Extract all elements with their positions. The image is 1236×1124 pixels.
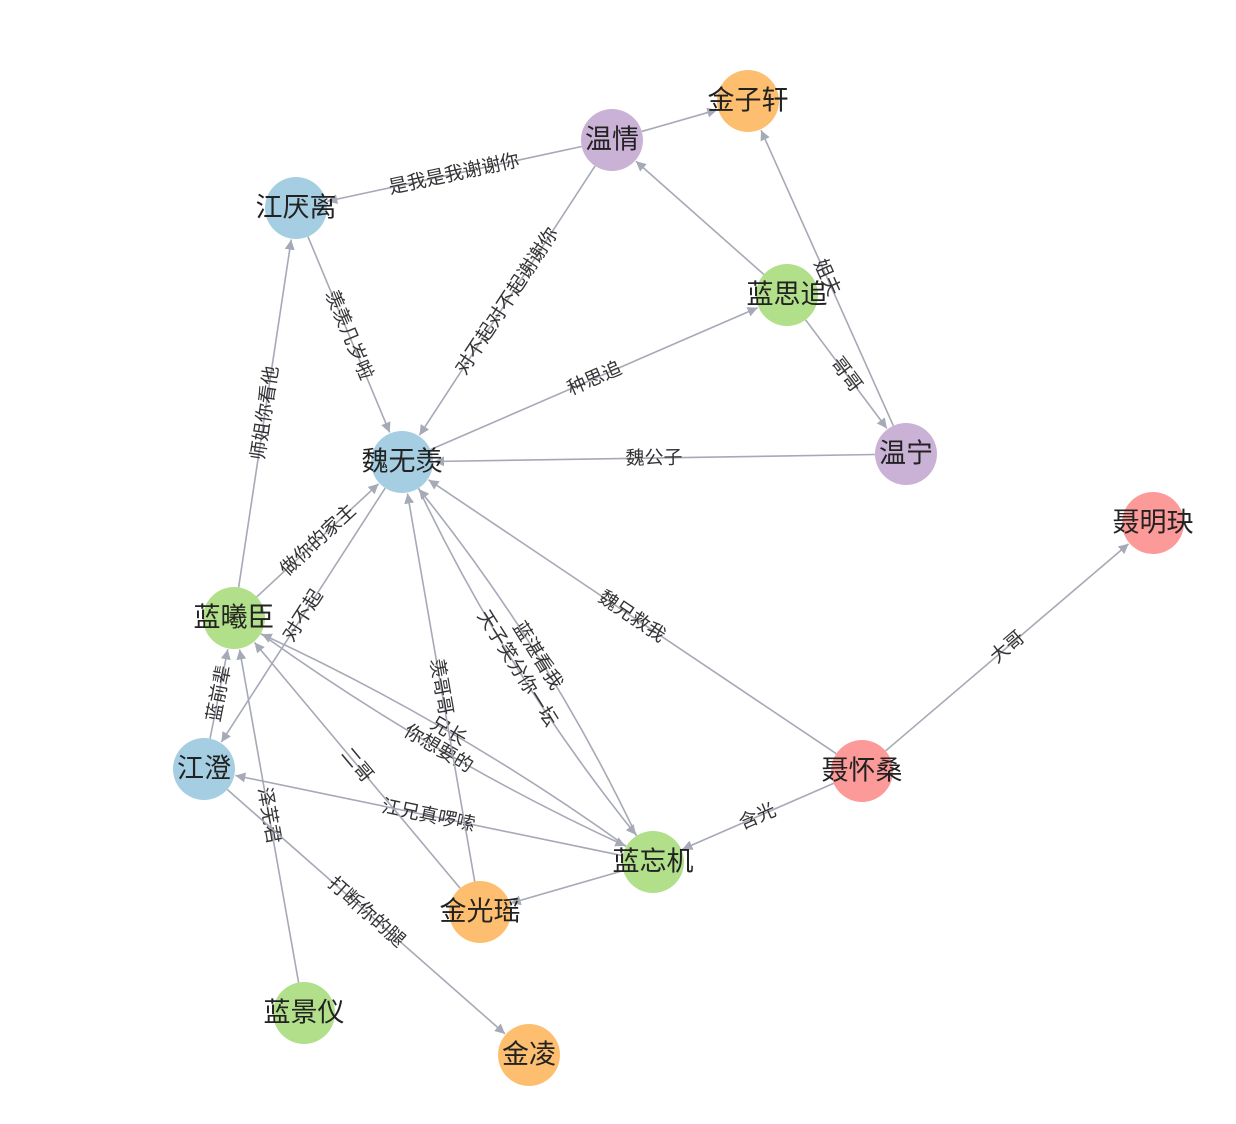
edge-wwx-lsz: [430, 307, 758, 451]
edge-label-wn-wwx: 魏公子: [625, 447, 682, 470]
edge-nhs-nmj: [885, 543, 1130, 752]
edge-wwx-lwj: [417, 487, 637, 836]
edges-layer: 是我是我谢谢你对不起对不起谢谢你羡羡几岁啦种思追哥哥姐夫魏公子师姐你看他做你的家…: [203, 107, 1130, 1035]
node-nhs[interactable]: 聂怀桑: [822, 740, 903, 802]
node-circle: [265, 177, 327, 239]
edge-lsz-wn: [804, 319, 888, 429]
edge-label-nhs-wwx: 魏兄救我: [594, 586, 669, 647]
edge-label-wwx-lsz: 种思追: [564, 357, 625, 400]
edge-label-nhs-nmj: 大哥: [986, 626, 1029, 667]
node-circle: [581, 109, 643, 171]
edge-wn-jzx: [760, 129, 895, 427]
edge-label-nhs-lwj: 含光: [736, 799, 780, 834]
edge-wq-wwx: [418, 165, 596, 436]
edge-lsz-wq: [635, 160, 765, 276]
node-circle: [498, 1024, 560, 1086]
node-label: 蓝景仪: [264, 998, 345, 1029]
edge-label-jgy-lxc: 二哥: [336, 743, 377, 786]
node-jl[interactable]: 金凌: [498, 1024, 560, 1086]
node-jzx[interactable]: 金子轩: [708, 70, 789, 132]
node-label: 聂明玦: [1113, 508, 1194, 539]
node-label: 温情: [585, 125, 639, 156]
edge-lwj-jc: [235, 772, 623, 857]
edge-label-lxc-wwx: 做你的家主: [276, 500, 361, 581]
edge-lwj-wwx: [418, 488, 638, 837]
edge-label-jc-lxc: 蓝前辈: [203, 663, 236, 723]
edge-label-wq-jyl: 是我是我谢谢你: [387, 149, 522, 198]
node-circle: [371, 431, 433, 493]
edge-label-wq-wwx: 对不起对不起谢谢你: [451, 223, 563, 378]
node-circle: [449, 881, 511, 943]
node-jc[interactable]: 江澄: [173, 738, 235, 800]
edge-jc-jl: [226, 788, 506, 1035]
node-label: 江澄: [177, 754, 231, 785]
edge-wq-jzx: [641, 107, 718, 133]
node-ljy[interactable]: 蓝景仪: [264, 982, 345, 1044]
node-lwj[interactable]: 蓝忘机: [613, 831, 694, 893]
node-circle: [273, 982, 335, 1044]
edge-lxc-wwx: [256, 483, 380, 598]
node-circle: [1122, 492, 1184, 554]
edge-lxc-lwj: [260, 632, 626, 847]
edge-nhs-lwj: [682, 782, 834, 850]
node-circle: [622, 831, 684, 893]
edge-jgy-wwx: [404, 493, 476, 882]
edge-ljy-lxc: [236, 649, 300, 983]
edge-label-jgy-wwx: 羡哥哥: [425, 657, 456, 717]
node-circle: [756, 264, 818, 326]
node-wwx[interactable]: 魏无羡: [362, 431, 443, 493]
edge-lxc-jyl: [237, 239, 295, 588]
node-label: 蓝忘机: [613, 847, 694, 878]
node-circle: [831, 740, 893, 802]
node-circle: [173, 738, 235, 800]
edge-label-jyl-wwx: 羡羡几岁啦: [321, 287, 378, 383]
node-circle: [875, 423, 937, 485]
node-jyl[interactable]: 江厌离: [256, 177, 337, 239]
node-label: 聂怀桑: [822, 756, 903, 787]
edge-label-wwx-jc: 对不起: [278, 586, 327, 646]
edge-label-jc-jl: 打断你的腿: [324, 872, 410, 951]
node-label: 蓝曦臣: [194, 603, 275, 634]
edge-label-lsz-wn: 哥哥: [826, 353, 866, 397]
node-lsz[interactable]: 蓝思追: [747, 264, 828, 326]
node-wn[interactable]: 温宁: [875, 423, 937, 485]
node-wq[interactable]: 温情: [581, 109, 643, 171]
node-label: 魏无羡: [362, 447, 443, 478]
node-label: 金子轩: [708, 86, 789, 117]
node-jgy[interactable]: 金光瑶: [440, 881, 521, 943]
node-label: 金光瑶: [440, 897, 521, 928]
edge-jgy-lxc: [253, 642, 461, 889]
node-circle: [717, 70, 779, 132]
node-lxc[interactable]: 蓝曦臣: [194, 587, 275, 649]
node-label: 江厌离: [256, 193, 337, 224]
node-nmj[interactable]: 聂明玦: [1113, 492, 1194, 554]
edge-nhs-wwx: [428, 479, 837, 755]
node-label: 温宁: [879, 439, 933, 470]
node-label: 蓝思追: [747, 280, 828, 311]
node-label: 金凌: [502, 1040, 556, 1071]
edge-jc-lxc: [209, 649, 231, 739]
edge-wn-wwx: [433, 453, 876, 467]
edge-label-lxc-jyl: 师姐你看他: [247, 364, 283, 461]
edge-lwj-jgy: [510, 869, 624, 906]
edge-jyl-wwx: [307, 236, 391, 433]
edge-wq-jyl: [327, 145, 582, 205]
node-circle: [203, 587, 265, 649]
